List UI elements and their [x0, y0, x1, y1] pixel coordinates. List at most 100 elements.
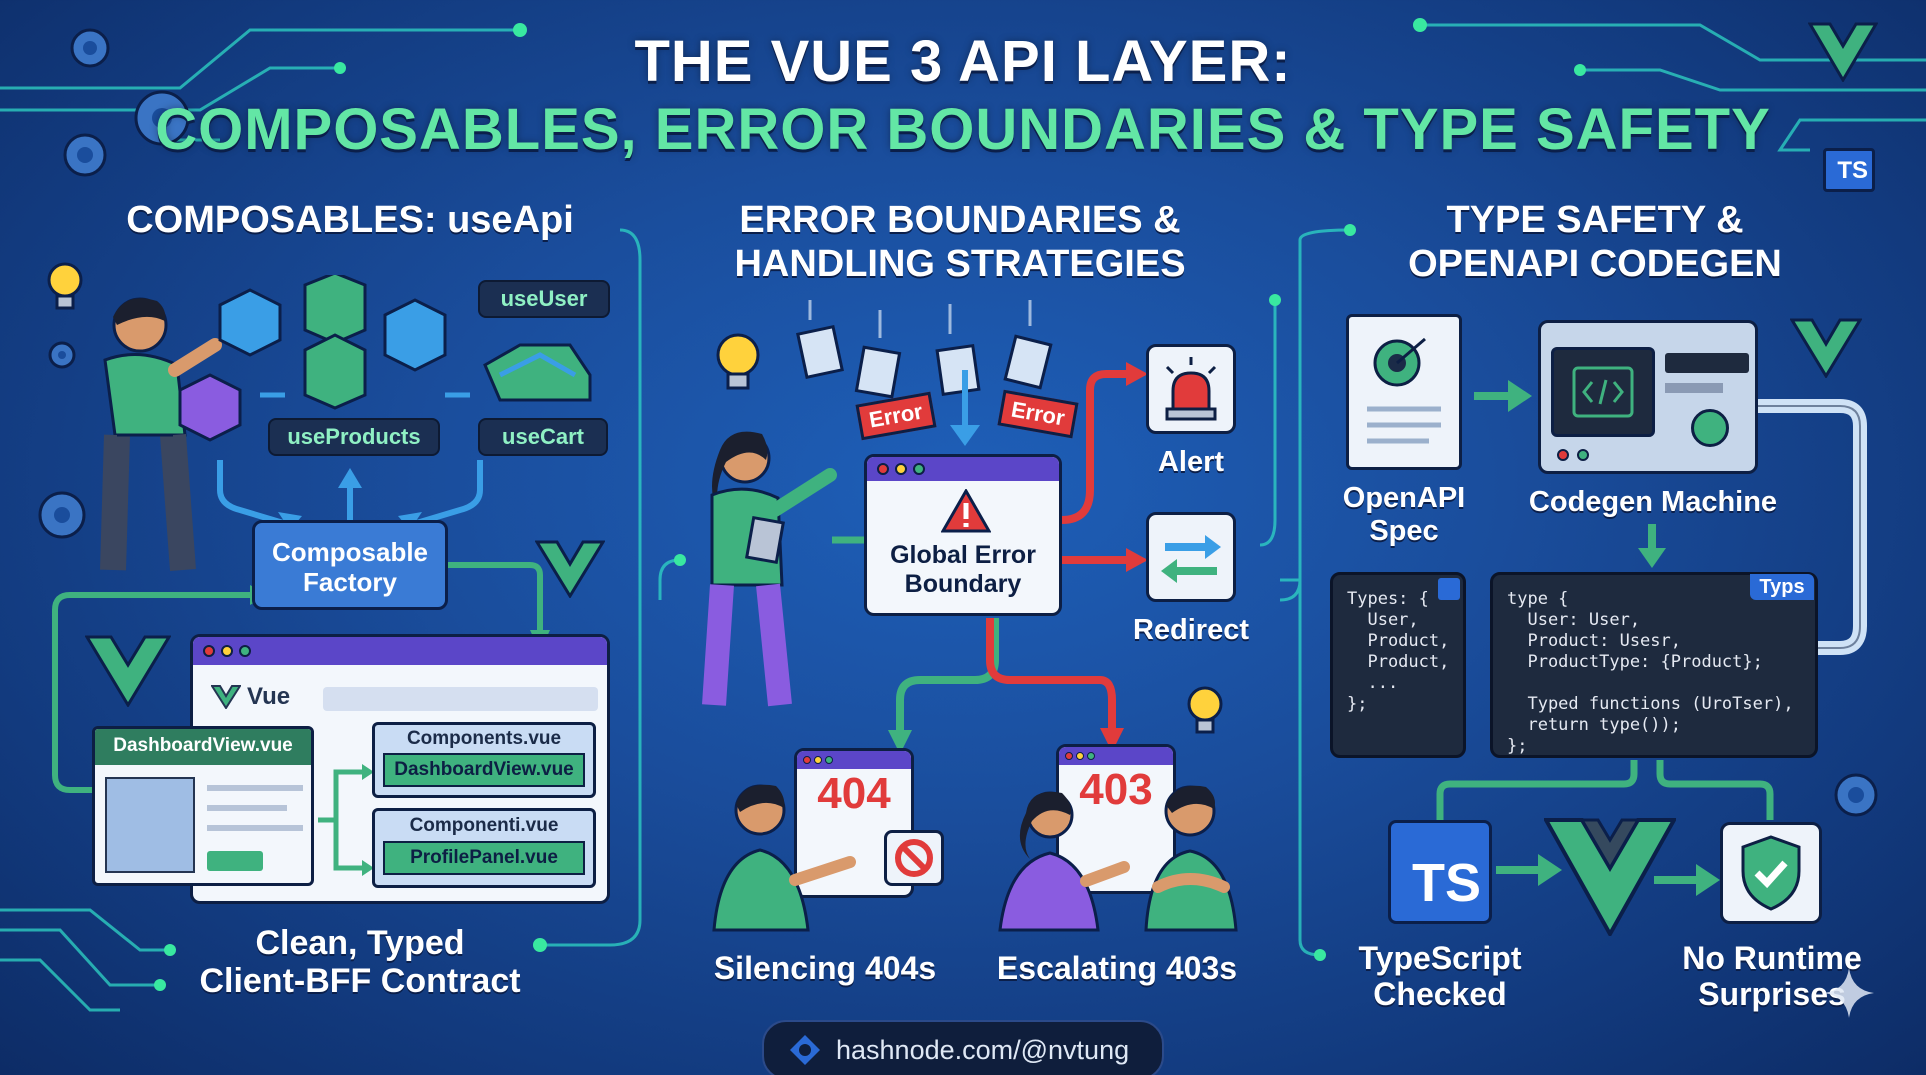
typescript-logo-icon: TS [1388, 820, 1492, 924]
components-card-b: Componenti.vue ProfilePanel.vue [372, 808, 596, 888]
developer-404-illustration [712, 784, 856, 932]
vue-logo-icon [1544, 818, 1676, 936]
dashboard-panel-title: DashboardView.vue [95, 729, 311, 765]
openapi-spec-document [1346, 314, 1462, 470]
redirect-card [1146, 512, 1236, 602]
footer-url: hashnode.com/@nvtung [836, 1034, 1130, 1065]
sparkle-icon [1824, 968, 1874, 1018]
lightbulb-icon [1187, 686, 1223, 734]
boundary-label-line2: Boundary [904, 570, 1022, 598]
composables-caption-line1: Clean, Typed [255, 924, 465, 962]
code-brackets-icon [1572, 366, 1634, 418]
ts-checked-line2: Checked [1373, 976, 1507, 1012]
vue-logo-icon [535, 540, 605, 598]
typecheck-branch-arrows [1436, 760, 1774, 820]
composable-factory-label: Composable Factory [271, 537, 429, 597]
alert-card [1146, 344, 1236, 434]
copy-icon[interactable] [1438, 578, 1460, 600]
window-minimize-dot [221, 645, 233, 657]
machine-screen [1551, 347, 1655, 437]
code-404: 404 [817, 769, 891, 818]
composable-factory-box: Composable Factory [252, 520, 448, 610]
shield-card [1720, 822, 1822, 924]
lightbulb-icon [47, 262, 83, 310]
down-arrow-icon [950, 370, 980, 446]
window-minimize-dot [814, 756, 822, 764]
boundary-label-line1: Global Error [890, 541, 1036, 569]
window-close-dot [203, 645, 215, 657]
window-minimize-dot [895, 463, 907, 475]
window-close-dot [877, 463, 889, 475]
typescript-checked-label: TypeScript Checked [1340, 940, 1540, 1012]
text-line [207, 785, 303, 791]
machine-dial [1691, 409, 1729, 447]
escalating-403-label: Escalating 403s [996, 950, 1238, 986]
composables-heading: COMPOSABLES: useApi [126, 199, 574, 241]
window-maximize-dot [1087, 752, 1095, 760]
warning-icon [941, 489, 991, 533]
no-runtime-surprises-label: No Runtime Surprises [1662, 940, 1882, 1012]
tree-connector-arrows [318, 764, 374, 876]
footer-link[interactable]: hashnode.com/@nvtung [762, 1020, 1164, 1075]
window-close-dot [1065, 752, 1073, 760]
right-arrow-icon [1496, 854, 1562, 886]
codegen-machine-label: Codegen Machine [1528, 486, 1778, 518]
cart-illustration [483, 343, 592, 402]
window-maximize-dot [825, 756, 833, 764]
tag-use-products: useProducts [268, 418, 440, 456]
openapi-spec-line2: Spec [1369, 515, 1439, 547]
tag-use-user: useUser [478, 280, 610, 318]
vue-logo-icon [85, 635, 171, 707]
machine-slot [1665, 383, 1723, 393]
shield-check-icon [1741, 835, 1801, 911]
window-vue-label: Vue [247, 683, 291, 710]
window-maximize-dot [239, 645, 251, 657]
developer-illustration [100, 297, 222, 571]
dashboard-image-placeholder [105, 777, 195, 873]
components-card-a-child: DashboardView.vue [383, 753, 585, 787]
ts-checked-line1: TypeScript [1358, 940, 1522, 976]
alarm-siren-icon [1165, 357, 1217, 421]
module-cubes-illustration [178, 275, 470, 442]
silencing-404-label: Silencing 404s [713, 950, 937, 986]
machine-display [1665, 353, 1749, 373]
types-code-block: Types: { User, Product, Product, ... }; [1330, 572, 1466, 758]
team-403-illustration [998, 785, 1238, 932]
redirect-arrows-icon [1161, 535, 1221, 583]
vue-logo-icon [211, 685, 241, 709]
type-heading-line2: OPENAPI CODEGEN [1408, 243, 1782, 285]
openapi-spec-label: OpenAPI Spec [1320, 482, 1488, 548]
hashnode-logo-icon [790, 1035, 820, 1065]
window-address-bar [323, 687, 598, 711]
error-heading-line2: HANDLING STRATEGIES [734, 243, 1186, 285]
dashboard-button-placeholder [207, 851, 263, 871]
no-surprises-line1: No Runtime [1682, 940, 1862, 976]
presenter-illustration [702, 431, 837, 707]
redirect-label: Redirect [1132, 614, 1250, 646]
text-line [207, 825, 303, 831]
window-minimize-dot [1076, 752, 1084, 760]
falling-documents-illustration [716, 300, 1053, 399]
error-boundaries-heading: ERROR BOUNDARIES & HANDLING STRATEGIES [680, 198, 1240, 286]
global-error-boundary-label: Global Error Boundary [867, 541, 1059, 599]
window-close-dot [803, 756, 811, 764]
error-heading-line1: ERROR BOUNDARIES & [739, 199, 1181, 241]
vue-logo-icon [1808, 22, 1878, 82]
window-vue-logo: Vue [211, 683, 290, 711]
prohibited-icon [895, 839, 933, 877]
openapi-spec-line1: OpenAPI [1342, 482, 1466, 514]
components-card-b-child: ProfilePanel.vue [383, 841, 585, 875]
no-surprises-line2: Surprises [1698, 976, 1846, 1012]
text-line [207, 805, 287, 811]
composables-caption-line2: Client-BFF Contract [199, 962, 521, 1000]
main-subtitle: COMPOSABLES, ERROR BOUNDARIES & TYPE SAF… [155, 97, 1771, 162]
openapi-logo-icon [1367, 337, 1441, 444]
components-card-b-title: Componenti.vue [409, 815, 559, 836]
dashboard-panel: DashboardView.vue [92, 726, 314, 886]
right-arrow-icon [1654, 864, 1720, 896]
typed-functions-code-block: type { User: User, Product: Usesr, Produ… [1490, 572, 1818, 758]
machine-light [1557, 449, 1569, 461]
vue-logo-icon [1790, 318, 1862, 378]
typescript-badge-icon: TS [1823, 148, 1875, 192]
